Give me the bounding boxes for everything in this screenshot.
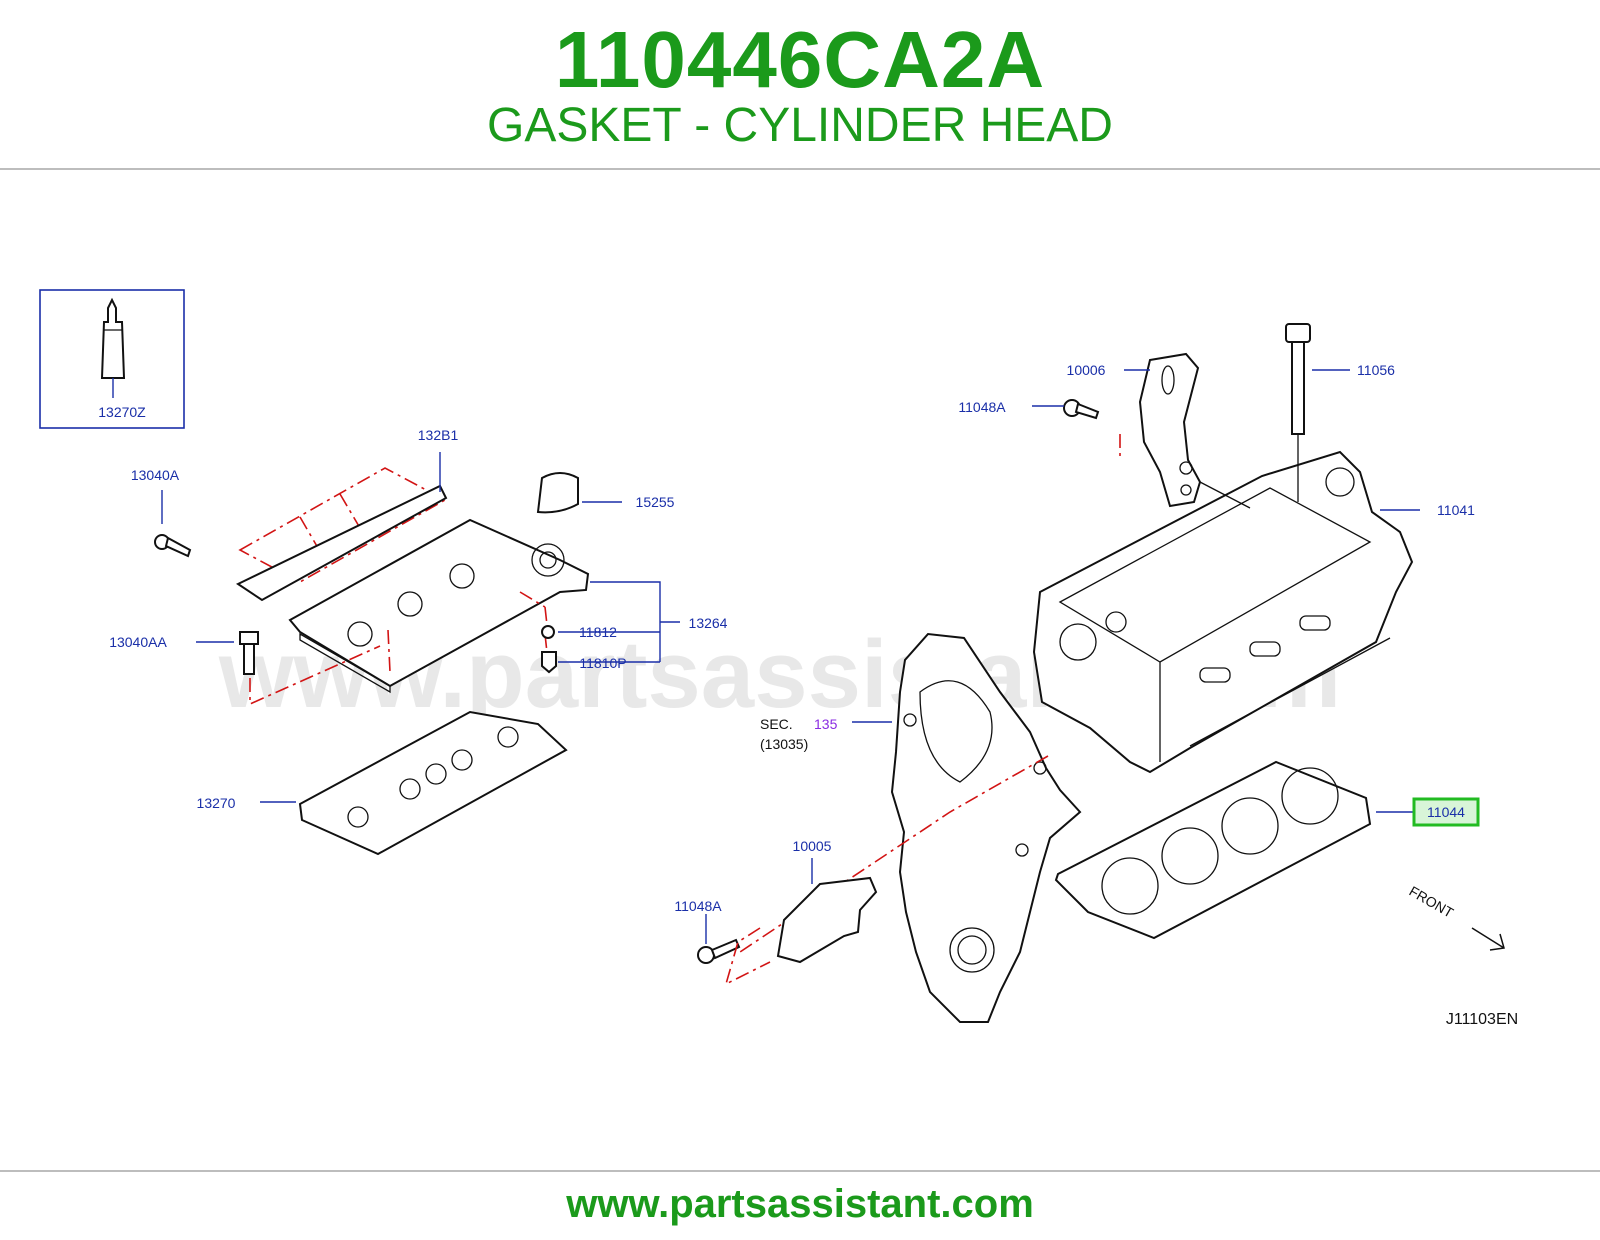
- header-divider: [0, 168, 1600, 170]
- inset-sealant-tube: 13270Z: [39, 289, 185, 429]
- head-bolt-11056: 11056: [1285, 323, 1395, 502]
- bolt-11048a-bottom: 11048A: [674, 898, 771, 986]
- bolt-11048a-top: 11048A: [958, 399, 1100, 420]
- footer-divider: [0, 1170, 1600, 1172]
- callout-11048a-bottom[interactable]: 11048A: [674, 898, 722, 914]
- callout-132b1[interactable]: 132B1: [418, 427, 459, 443]
- front-arrow-icon: [1471, 927, 1505, 949]
- callout-11812[interactable]: 11812: [579, 624, 617, 640]
- front-label: FRONT: [1407, 883, 1457, 921]
- page-header: 110446CA2A GASKET - CYLINDER HEAD: [0, 0, 1600, 170]
- bolt-13040aa: 13040AA: [109, 631, 259, 675]
- cylinder-head-gasket: 11044: [1054, 760, 1480, 940]
- rocker-cover-assembly: [235, 467, 590, 706]
- cylinder-head: 11041: [1032, 450, 1475, 774]
- callout-11056[interactable]: 11056: [1357, 362, 1395, 378]
- front-direction-indicator: FRONT: [1407, 883, 1505, 951]
- callout-13270z[interactable]: 13270Z: [98, 404, 146, 420]
- bracket-10005: 10005: [776, 838, 878, 964]
- part-number-title: 110446CA2A: [554, 15, 1046, 104]
- callout-11810p[interactable]: 11810P: [579, 655, 626, 671]
- callout-11044[interactable]: 11044: [1427, 804, 1465, 820]
- section-subref: (13035): [760, 736, 808, 752]
- parts-diagram-svg: www.partsassistant.com 13270Z 13040A: [39, 289, 1518, 1028]
- part-name-subtitle: GASKET - CYLINDER HEAD: [487, 99, 1113, 152]
- highlight-box-11044: [1412, 797, 1480, 827]
- callout-13040aa[interactable]: 13040AA: [109, 634, 167, 650]
- section-prefix: SEC.: [760, 716, 793, 732]
- bracket-10006: 10006: [1067, 352, 1251, 509]
- callout-10006[interactable]: 10006: [1067, 362, 1106, 378]
- callout-11041[interactable]: 11041: [1437, 502, 1475, 518]
- figure-code: J11103EN: [1446, 1011, 1518, 1028]
- bolt-13040a: 13040A: [131, 467, 192, 558]
- callout-13270[interactable]: 13270: [197, 795, 236, 811]
- rocker-cover-gasket: 13270: [197, 710, 568, 856]
- parts-diagram: www.partsassistant.com 13270Z 13040A: [0, 172, 1600, 1170]
- callout-15255[interactable]: 15255: [636, 494, 675, 510]
- callout-11048a-top[interactable]: 11048A: [958, 399, 1006, 415]
- callout-10005[interactable]: 10005: [793, 838, 832, 854]
- footer-website-link[interactable]: www.partsassistant.com: [566, 1182, 1034, 1226]
- callout-13264[interactable]: 13264: [689, 615, 728, 631]
- section-number-link[interactable]: 135: [814, 716, 838, 732]
- callout-13040a[interactable]: 13040A: [131, 467, 180, 483]
